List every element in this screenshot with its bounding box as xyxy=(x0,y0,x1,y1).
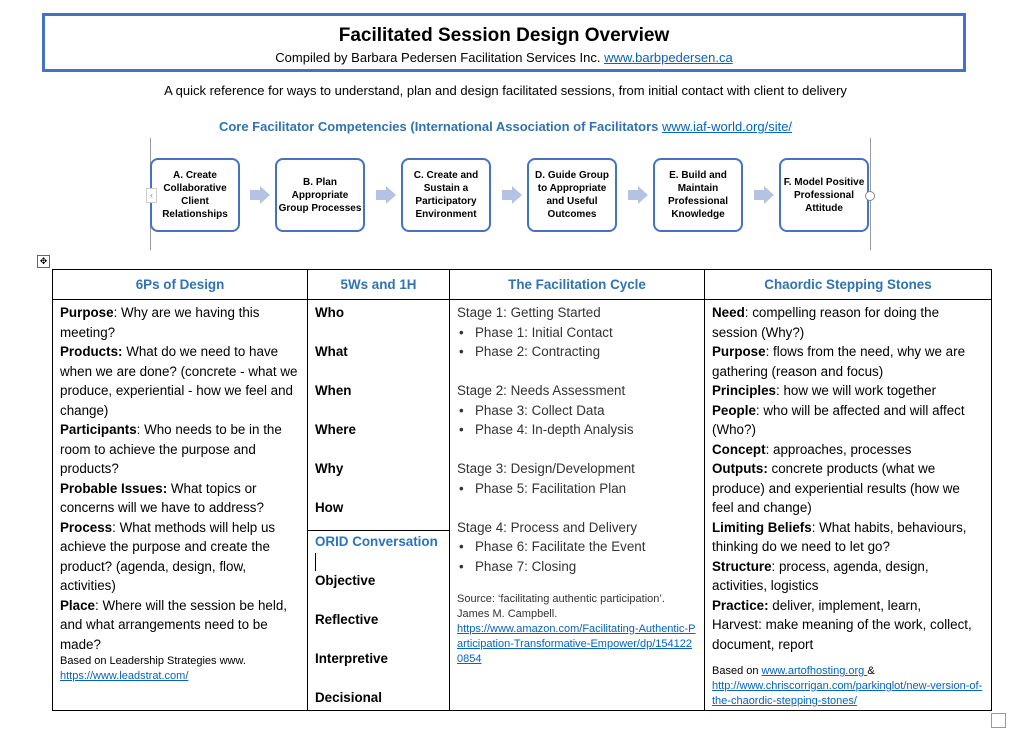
list-item: Probable Issues: What topics or concerns… xyxy=(60,480,264,516)
sixps-cell: Purpose: Why are we having this meeting?… xyxy=(52,299,308,711)
list-item: Objective xyxy=(315,573,376,588)
list-item: Principles: how we will work together xyxy=(712,383,937,398)
text-cursor xyxy=(315,553,316,571)
list-item: Outputs: concrete products (what we prod… xyxy=(712,461,960,515)
competencies-title: Core Facilitator Competencies (Internati… xyxy=(0,119,1011,134)
list-item: Structure: process, agenda, design, acti… xyxy=(712,558,929,594)
arrow-icon xyxy=(376,186,396,204)
arrow-icon xyxy=(502,186,522,204)
subtitle: Compiled by Barbara Pedersen Facilitatio… xyxy=(45,50,963,65)
competency-step-e: E. Build and Maintain Professional Knowl… xyxy=(653,158,743,232)
list-item: Phase 5: Facilitation Plan xyxy=(459,479,697,499)
list-item: Interpretive xyxy=(315,651,388,666)
competencies-title-text: Core Facilitator Competencies (Internati… xyxy=(218,119,662,134)
chaordic-note: Based on www.artofhosting.org &http://ww… xyxy=(712,665,983,707)
collapse-handle-icon[interactable]: ‹ xyxy=(146,188,157,203)
intro-text: A quick reference for ways to understand… xyxy=(164,83,847,98)
list-item: Participants: Who needs to be in the roo… xyxy=(60,422,282,476)
list-item: Reflective xyxy=(315,612,379,627)
website-link[interactable]: www.barbpedersen.ca xyxy=(604,50,733,65)
title-box: Facilitated Session Design Overview Comp… xyxy=(42,13,966,72)
stage-label: Stage 1: Getting Started xyxy=(457,305,601,320)
list-item: People: who will be affected and will af… xyxy=(712,402,965,438)
five-ws-cell: Who What When Where Why How xyxy=(307,299,450,531)
arrow-icon xyxy=(754,186,774,204)
table-move-handle-icon[interactable]: ✥ xyxy=(37,255,50,268)
list-item: Why xyxy=(315,461,344,476)
iaf-link[interactable]: www.iaf-world.org/site/ xyxy=(662,119,793,134)
header-cycle: The Facilitation Cycle xyxy=(449,269,705,300)
stage-label: Stage 4: Process and Delivery xyxy=(457,519,638,535)
list-item: When xyxy=(315,383,352,398)
orid-cell: ORID Conversation Objective Reflective I… xyxy=(307,530,450,711)
list-item: How xyxy=(315,500,344,515)
competency-step-a: A. Create Collaborative Client Relations… xyxy=(150,158,240,232)
list-item: Phase 4: In-depth Analysis xyxy=(459,420,697,440)
page-title: Facilitated Session Design Overview xyxy=(338,25,670,46)
resize-handle-icon[interactable] xyxy=(865,191,875,201)
list-item: Phase 3: Collect Data xyxy=(459,401,697,421)
design-table: 6Ps of Design 5Ws and 1H The Facilitatio… xyxy=(52,269,992,711)
list-item: Who xyxy=(315,305,344,320)
list-item: Phase 2: Contracting xyxy=(459,342,697,362)
orid-title: ORID Conversation xyxy=(315,534,438,549)
list-item: Need: compelling reason for doing the se… xyxy=(712,305,940,340)
header-chaordic: Chaordic Stepping Stones xyxy=(704,269,992,300)
artofhosting-link[interactable]: www.artofhosting.org xyxy=(761,665,868,677)
arrow-icon xyxy=(250,186,270,204)
list-item: Purpose: Why are we having this meeting? xyxy=(60,305,260,340)
list-item: Where xyxy=(315,422,356,437)
stage-label: Stage 2: Needs Assessment xyxy=(457,383,626,398)
stage-label: Stage 3: Design/Development xyxy=(457,461,635,476)
list-item: Practice: deliver, implement, learn, xyxy=(712,597,922,613)
sixps-note: Based on Leadership Strategies www.https… xyxy=(60,655,246,682)
header-6ps: 6Ps of Design xyxy=(52,269,308,300)
list-item: Limiting Beliefs: What habits, behaviour… xyxy=(712,519,967,555)
cycle-cell: Stage 1: Getting Started Phase 1: Initia… xyxy=(449,299,705,711)
competency-step-b: B. Plan Appropriate Group Processes xyxy=(275,158,365,232)
arrow-icon xyxy=(628,186,648,204)
cycle-source: Source: ‘facilitating authentic particip… xyxy=(457,593,696,665)
leadstrat-link[interactable]: https://www.leadstrat.com/ xyxy=(60,670,189,682)
subtitle-text: Compiled by Barbara Pedersen Facilitatio… xyxy=(275,50,605,65)
list-item: Phase 6: Facilitate the Event xyxy=(459,537,697,557)
competency-step-d: D. Guide Group to Appropriate and Useful… xyxy=(527,158,617,232)
header-5ws: 5Ws and 1H xyxy=(307,269,450,300)
list-item: Decisional xyxy=(315,690,382,705)
chaordic-cell: Need: compelling reason for doing the se… xyxy=(704,299,992,711)
list-item: Concept: approaches, processes xyxy=(712,441,912,457)
amazon-link[interactable]: https://www.amazon.com/Facilitating-Auth… xyxy=(457,623,696,665)
list-item: Products: What do we need to have when w… xyxy=(60,344,298,418)
list-item: Phase 1: Initial Contact xyxy=(459,323,697,343)
list-item: Harvest: make meaning of the work, colle… xyxy=(712,617,972,652)
list-item: Place: Where will the session be held, a… xyxy=(60,597,288,652)
list-item: Process: What methods will help us achie… xyxy=(60,519,276,594)
list-item: Purpose: flows from the need, why we are… xyxy=(712,344,966,379)
list-item: What xyxy=(315,344,348,359)
competency-step-f: F. Model Positive Professional Attitude xyxy=(779,158,869,232)
list-item: Phase 7: Closing xyxy=(459,557,697,577)
competency-step-c: C. Create and Sustain a Participatory En… xyxy=(401,158,491,232)
table-resize-handle-icon[interactable] xyxy=(991,713,1006,728)
chriscorrigan-link[interactable]: http://www.chriscorrigan.com/parkinglot/… xyxy=(712,680,983,707)
